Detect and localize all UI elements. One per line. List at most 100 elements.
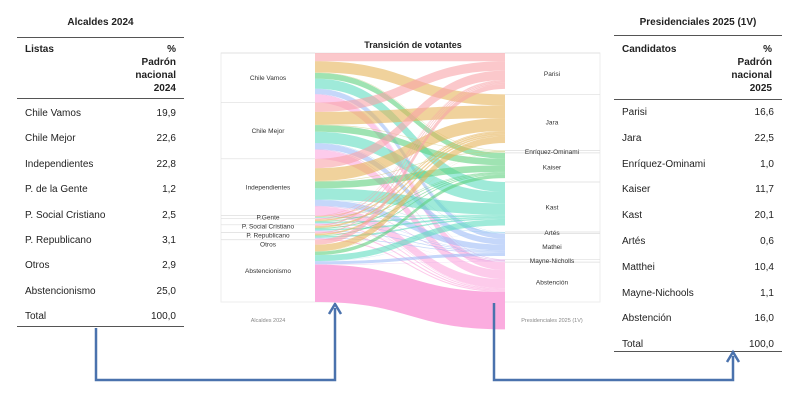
header-line: Padrón <box>737 57 772 68</box>
node-label: Mayne-Nicholls <box>530 258 575 265</box>
presidenciales-2025-table: Presidenciales 2025 (1V) Candidatos % Pa… <box>614 0 782 356</box>
flow-band <box>315 151 505 222</box>
right-arrow-connector <box>492 303 735 382</box>
node-label: Chile Vamos <box>250 75 287 82</box>
row-label: Jara <box>622 132 642 144</box>
flow-band <box>315 215 505 224</box>
row-label: Mayne-Nichools <box>622 287 694 299</box>
flow-band <box>315 70 505 169</box>
flow-band <box>315 61 505 112</box>
flow-band <box>315 216 505 231</box>
flow-band <box>315 199 505 251</box>
divider <box>614 35 782 36</box>
row-label: Kaiser <box>622 184 651 196</box>
row-value: 22,5 <box>754 132 774 144</box>
table-title: Alcaldes 2024 <box>67 17 134 28</box>
node-label: Artés <box>544 230 560 237</box>
divider <box>614 351 782 352</box>
table-row: Mayne-Nichools 1,1 <box>622 288 774 302</box>
flow-band <box>315 79 505 217</box>
flow-band <box>315 173 505 237</box>
node-label: Enríquez-Ominami <box>525 149 579 156</box>
flow-band <box>315 205 505 262</box>
table-row: Jara 22,5 <box>622 133 774 147</box>
node-label: Otros <box>260 241 277 248</box>
right-arrow-head <box>725 349 741 363</box>
divider <box>17 37 184 38</box>
row-value: 1,1 <box>760 287 774 299</box>
flow-band <box>315 88 505 233</box>
flow-band <box>315 206 505 289</box>
row-value: 19,9 <box>156 108 176 119</box>
row-value: 2,5 <box>162 209 176 221</box>
row-value: 2,9 <box>162 260 176 272</box>
row-value: 16,0 <box>754 313 774 325</box>
row-label: Total <box>622 339 644 351</box>
flow-band <box>315 237 505 253</box>
total-row: Total 100,0 <box>25 311 176 325</box>
flow-band <box>315 78 505 192</box>
row-label: Abstención <box>622 313 672 325</box>
flow-band <box>315 218 505 289</box>
row-label: Enríquez-Ominami <box>622 158 706 170</box>
row-label: P. Social Cristiano <box>25 209 106 221</box>
left-axis-label: Alcaldes 2024 <box>251 318 286 324</box>
table-row: Abstención 16,0 <box>622 313 774 327</box>
flow-band <box>315 136 505 252</box>
left-arrow-head <box>327 302 343 315</box>
row-value: 25,0 <box>156 285 176 297</box>
row-value: 3,1 <box>162 235 176 246</box>
node-label: P. Social Cristiano <box>242 223 295 230</box>
flow-band <box>315 172 505 229</box>
node-label: Abstención <box>536 279 569 286</box>
node-label: Jara <box>546 120 559 127</box>
header-line: nacional <box>731 70 772 81</box>
flow-band <box>315 143 505 233</box>
table-row: P. Social Cristiano 2,5 <box>25 210 176 224</box>
flow-band <box>315 264 505 330</box>
table-row: Chile Mejor 22,6 <box>25 133 176 147</box>
node-label: P. Republicano <box>246 232 290 239</box>
node-label: Parisi <box>544 71 560 78</box>
flow-band <box>315 82 505 234</box>
flow-band <box>315 188 505 215</box>
header-line: nacional <box>135 70 176 81</box>
row-value: 1,2 <box>162 184 176 196</box>
row-value: 22,6 <box>156 133 176 145</box>
flow-band <box>315 84 505 245</box>
table-row: P. Republicano 3,1 <box>25 235 176 249</box>
table-title: Presidenciales 2025 (1V) <box>639 17 757 28</box>
row-value: 22,8 <box>156 158 176 170</box>
row-label: P. Republicano <box>25 235 92 246</box>
row-value: 1,0 <box>760 158 774 170</box>
flow-band <box>315 233 505 262</box>
divider <box>17 326 184 327</box>
divider <box>614 99 782 100</box>
left-arrow-connector <box>94 308 337 382</box>
row-value: 100,0 <box>748 339 774 351</box>
column-header-percent: % Padrón nacional 2025 <box>731 43 772 95</box>
flow-band <box>315 134 505 236</box>
flow-band <box>315 261 505 265</box>
flow-band <box>315 219 505 262</box>
flow-band <box>315 80 505 220</box>
chart-title: Transición de votantes <box>364 40 462 50</box>
header-line: 2025 <box>749 83 772 94</box>
row-label: Chile Mejor <box>25 133 76 145</box>
node-label: Kast <box>545 204 558 211</box>
row-value: 100,0 <box>150 311 176 323</box>
row-label: Total <box>25 311 47 323</box>
column-header-candidatos: Candidatos <box>622 44 677 55</box>
node-label: Abstencionismo <box>245 268 291 275</box>
flow-band <box>315 53 505 62</box>
flow-band <box>315 231 505 262</box>
header-line: Padrón <box>141 57 176 68</box>
node-label: Independientes <box>246 185 291 192</box>
flow-band <box>315 94 505 271</box>
